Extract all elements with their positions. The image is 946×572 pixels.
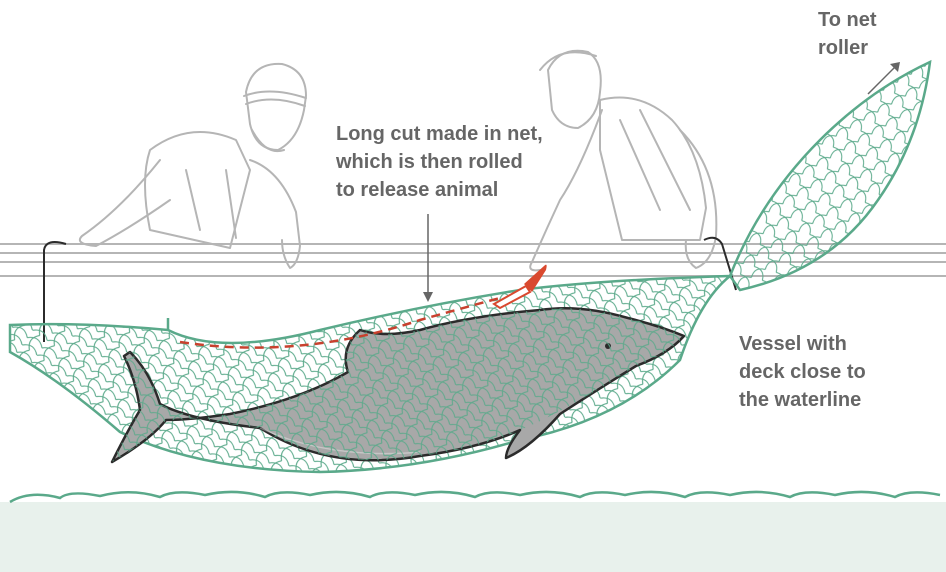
roller-label-line: To net [818,6,877,34]
cut-label-line: Long cut made in net, [336,120,543,148]
left-fisherman [80,64,306,268]
vessel-label-line: Vessel with [739,330,866,358]
roller-label: To net roller [818,6,877,62]
vessel-label-line: deck close to [739,358,866,386]
right-fisherman [530,51,716,271]
roller-label-line: roller [818,34,877,62]
water [0,492,946,572]
cut-label: Long cut made in net, which is then roll… [336,120,543,204]
cut-label-line: which is then rolled [336,148,543,176]
cut-label-line: to release animal [336,176,543,204]
vessel-label-line: the waterline [739,386,866,414]
cut-pointer [423,214,433,302]
waterline [10,492,940,502]
vessel-label: Vessel with deck close to the waterline [739,330,866,414]
